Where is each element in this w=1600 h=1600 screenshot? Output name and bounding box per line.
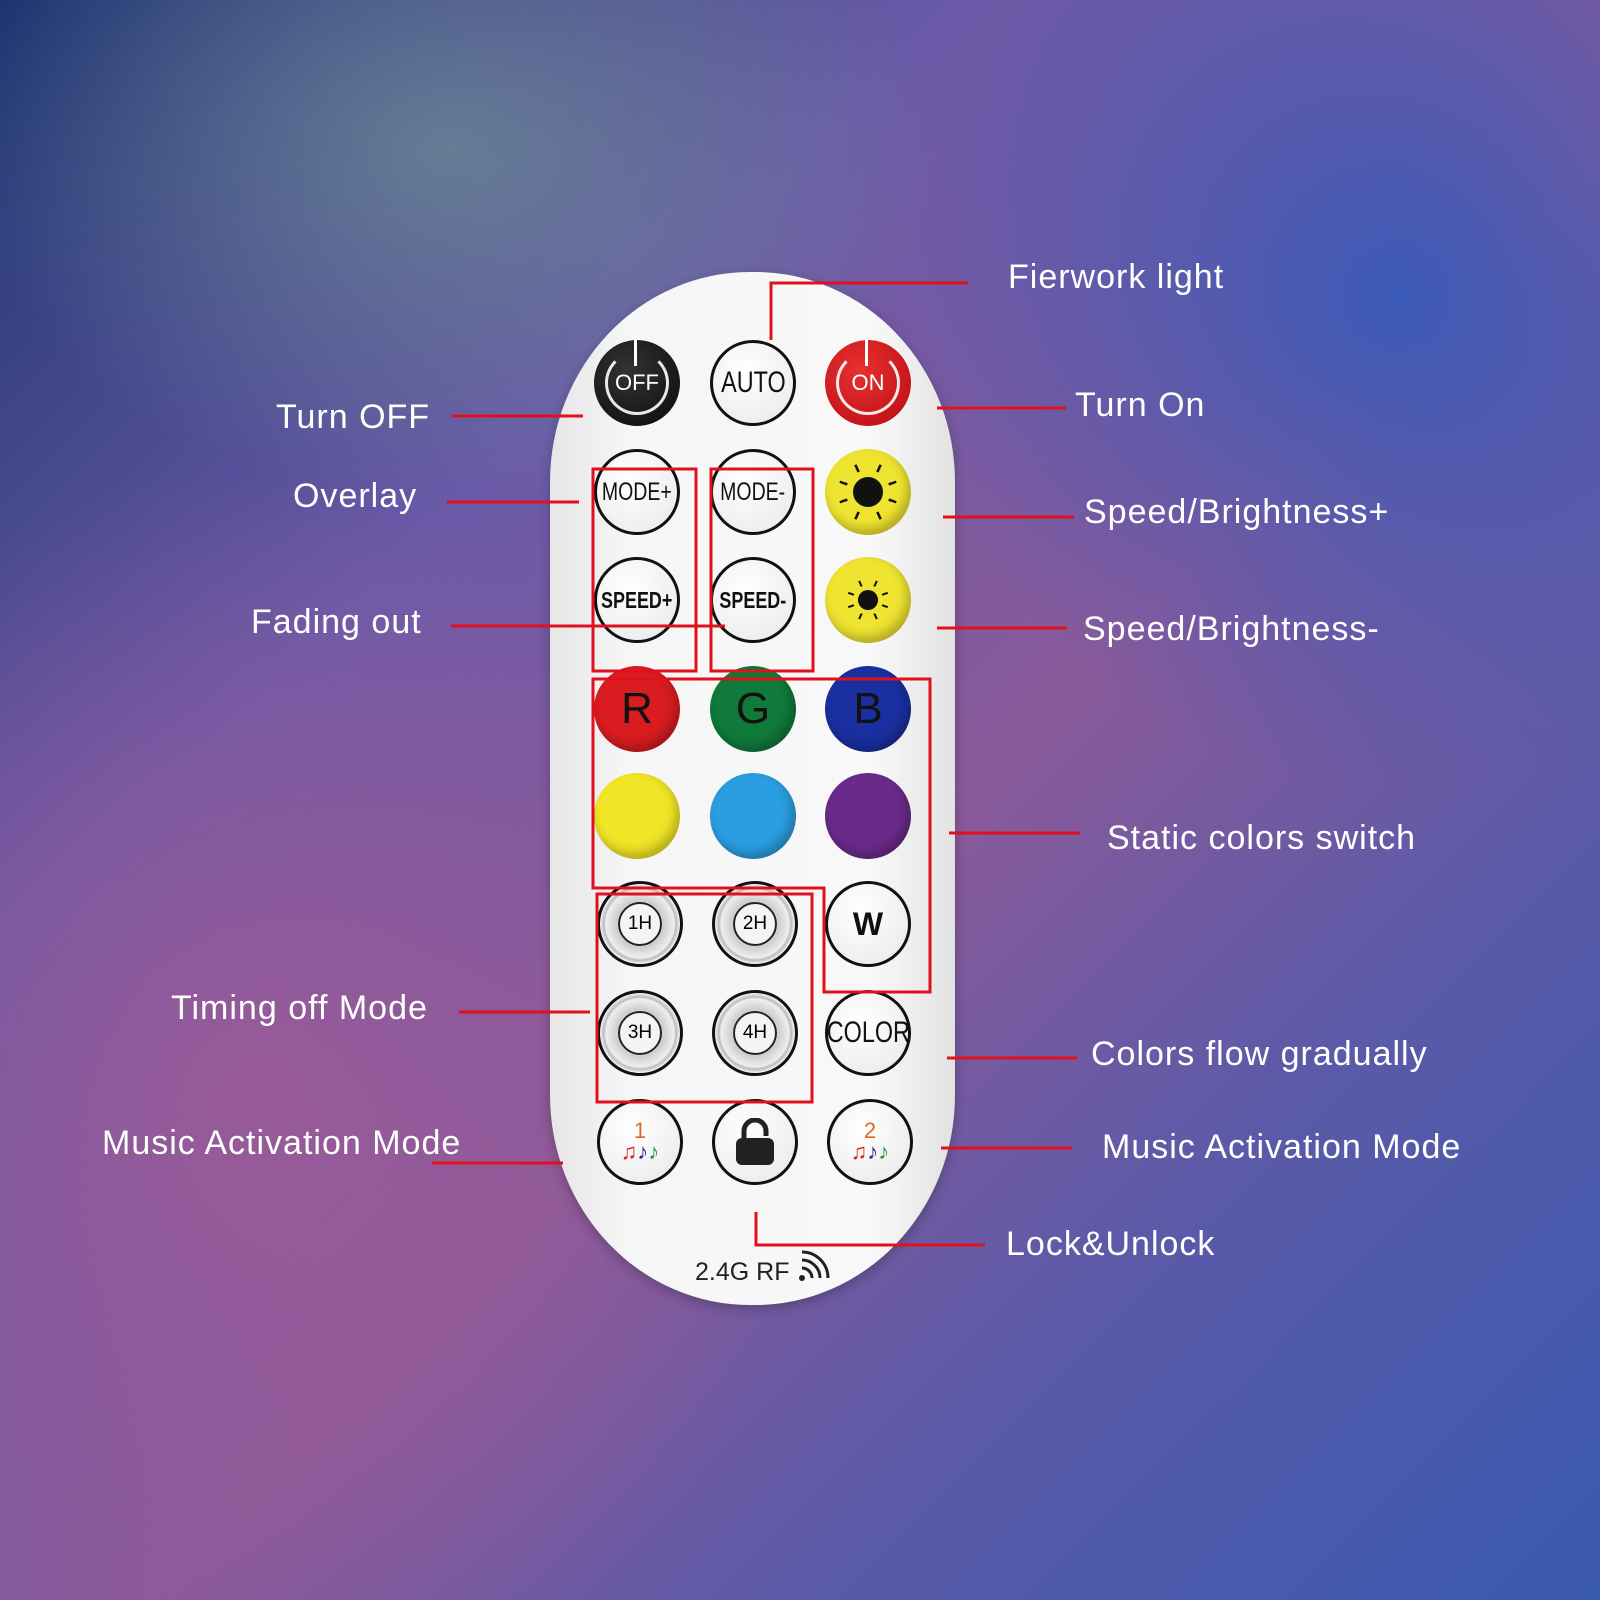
- fierwork-line: [769, 281, 968, 340]
- speed-minus-label: SPEED-: [719, 586, 787, 613]
- label-turn-off: Turn OFF: [276, 398, 431, 436]
- rf-text: 2.4G RF: [695, 1258, 790, 1286]
- timing-box: [595, 892, 814, 1104]
- timer-3h-label: 3H: [618, 1011, 662, 1055]
- mode-plus-button[interactable]: MODE+: [594, 449, 680, 535]
- lock-icon: [736, 1118, 774, 1165]
- red-label: R: [621, 684, 653, 733]
- rf-label: 2.4G RF: [695, 1250, 836, 1287]
- speed-plus-button[interactable]: SPEED+: [594, 557, 680, 643]
- label-overlay: Overlay: [293, 477, 418, 515]
- mode-plus-label: MODE+: [602, 477, 672, 506]
- purple-button[interactable]: [825, 773, 911, 859]
- speed-plus-label: SPEED+: [601, 586, 673, 613]
- label-fading: Fading out: [251, 603, 422, 641]
- music-notes-icon: ♫♪♪: [620, 1139, 660, 1164]
- auto-button[interactable]: AUTO: [710, 340, 796, 426]
- mode-minus-label: MODE-: [720, 477, 786, 506]
- label-speed-minus: Speed/Brightness-: [1083, 610, 1380, 648]
- sun-small-icon: [847, 580, 889, 620]
- timer-4h-label: 4H: [733, 1011, 777, 1055]
- static-colors-box: [591, 677, 932, 994]
- sun-large-icon: [839, 464, 897, 520]
- label-turn-on: Turn On: [1075, 386, 1206, 424]
- brightness-up-button[interactable]: [825, 449, 911, 535]
- on-label: ON: [851, 370, 885, 395]
- label-speed-plus: Speed/Brightness+: [1084, 493, 1390, 531]
- fading-box: [709, 467, 815, 673]
- label-colors-flow: Colors flow gradually: [1091, 1035, 1428, 1073]
- white-button[interactable]: W: [825, 881, 911, 967]
- timer-3h-button[interactable]: 3H: [597, 990, 683, 1076]
- off-label: OFF: [615, 370, 659, 395]
- auto-label: AUTO: [720, 366, 786, 399]
- color-flow-label: COLOR: [826, 1016, 910, 1049]
- brightness-down-button[interactable]: [825, 557, 911, 643]
- music-1-button[interactable]: 1♫♪♪: [597, 1099, 683, 1185]
- timer-4h-button[interactable]: 4H: [712, 990, 798, 1076]
- green-label: G: [735, 684, 771, 733]
- label-fierwork: Fierwork light: [1008, 258, 1225, 296]
- lock-line: [754, 1212, 985, 1247]
- label-music-right: Music Activation Mode: [1102, 1128, 1462, 1166]
- timer-2h-label: 2H: [733, 902, 777, 946]
- music-2-label: 2: [863, 1118, 877, 1143]
- wireless-signal-icon: [799, 1250, 830, 1281]
- power-icon: OFF: [605, 340, 669, 415]
- label-music-left: Music Activation Mode: [102, 1124, 462, 1162]
- cyan-button[interactable]: [710, 773, 796, 859]
- off-button[interactable]: OFF: [594, 340, 680, 426]
- white-label: W: [852, 905, 884, 942]
- power-icon: ON: [836, 340, 900, 415]
- music-2-button[interactable]: 2♫♪♪: [827, 1099, 913, 1185]
- speed-minus-button[interactable]: SPEED-: [710, 557, 796, 643]
- on-button[interactable]: ON: [825, 340, 911, 426]
- overlay-box: [591, 467, 698, 673]
- timer-1h-label: 1H: [618, 902, 662, 946]
- yellow-button[interactable]: [594, 773, 680, 859]
- label-lock: Lock&Unlock: [1006, 1225, 1216, 1263]
- label-timing: Timing off Mode: [171, 989, 428, 1027]
- music-1-label: 1: [633, 1118, 647, 1143]
- label-static: Static colors switch: [1107, 819, 1417, 857]
- music-notes-icon: ♫♪♪: [850, 1139, 890, 1164]
- blue-label: B: [853, 684, 883, 733]
